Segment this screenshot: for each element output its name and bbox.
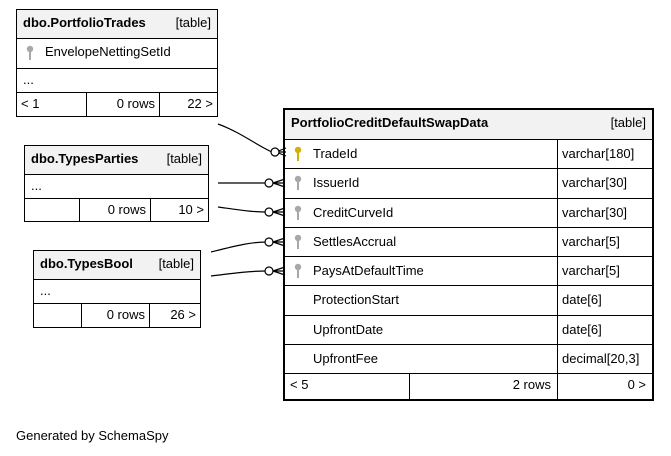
table-stats: 0 rows 26 > bbox=[34, 304, 200, 327]
children-count[interactable]: 10 > bbox=[150, 199, 208, 221]
crows-foot-icon bbox=[272, 178, 286, 188]
row-count-text: 0 rows bbox=[106, 307, 145, 322]
foreign-key-icon bbox=[294, 234, 302, 249]
column-type: date[6] bbox=[557, 315, 652, 344]
foreign-key-icon bbox=[294, 205, 302, 220]
column-name: UpfrontFee bbox=[313, 350, 379, 366]
column-type: varchar[30] bbox=[557, 169, 652, 198]
table-name: dbo.PortfolioTrades bbox=[23, 15, 146, 30]
table-typesbool[interactable]: dbo.TypesBool [table] ... 0 rows 26 > bbox=[33, 250, 201, 328]
column-type: varchar[180] bbox=[557, 140, 652, 169]
table-header: dbo.TypesBool [table] bbox=[34, 251, 200, 280]
optional-circle-icon bbox=[264, 266, 274, 276]
crows-foot-icon bbox=[272, 207, 286, 217]
column-type: varchar[5] bbox=[557, 257, 652, 286]
table-name: dbo.TypesParties bbox=[31, 151, 139, 166]
row-count-text: 0 rows bbox=[107, 202, 146, 217]
table-portfoliotrades[interactable]: dbo.PortfolioTrades [table] EnvelopeNett… bbox=[16, 9, 218, 117]
column-row[interactable]: IssuerId varchar[30] bbox=[285, 169, 652, 199]
optional-circle-icon bbox=[264, 237, 274, 247]
column-name: CreditCurveId bbox=[313, 204, 394, 220]
table-header: dbo.PortfolioTrades [table] bbox=[17, 10, 217, 39]
column-name: SettlesAccrual bbox=[313, 233, 397, 249]
relationship-line bbox=[217, 206, 268, 213]
column-name: IssuerId bbox=[313, 175, 360, 191]
children-count-text: 26 > bbox=[170, 307, 196, 322]
relationship-line bbox=[210, 241, 268, 253]
more-columns-row: ... bbox=[17, 69, 217, 93]
column-name: TradeId bbox=[313, 146, 358, 161]
more-columns-row: ... bbox=[34, 280, 200, 304]
crows-foot-icon bbox=[272, 266, 286, 276]
row-count: 0 rows bbox=[81, 304, 149, 327]
row-count: 2 rows bbox=[409, 374, 557, 399]
primary-key-icon bbox=[294, 146, 302, 161]
ellipsis: ... bbox=[31, 178, 42, 193]
children-count[interactable]: 26 > bbox=[149, 304, 200, 327]
row-count-text: 2 rows bbox=[512, 377, 551, 392]
column-row[interactable]: ProtectionStart date[6] bbox=[285, 286, 652, 316]
table-stats: < 1 0 rows 22 > bbox=[17, 93, 217, 116]
foreign-key-icon bbox=[294, 263, 302, 278]
column-row[interactable]: UpfrontDate date[6] bbox=[285, 315, 652, 345]
column-row[interactable]: SettlesAccrual varchar[5] bbox=[285, 227, 652, 257]
column-name: UpfrontDate bbox=[313, 321, 384, 337]
crows-foot-icon bbox=[272, 237, 286, 247]
column-name: EnvelopeNettingSetId bbox=[45, 44, 171, 59]
column-row[interactable]: UpfrontFee decimal[20,3] bbox=[285, 344, 652, 374]
table-kind: [table] bbox=[175, 15, 211, 30]
table-kind: [table] bbox=[610, 115, 646, 130]
row-count-text: 0 rows bbox=[116, 96, 155, 111]
table-stats: 0 rows 10 > bbox=[25, 199, 208, 221]
table-header: PortfolioCreditDefaultSwapData [table] bbox=[285, 110, 652, 140]
children-count-text: 0 > bbox=[627, 377, 646, 392]
column-type: varchar[5] bbox=[557, 227, 652, 256]
table-header: dbo.TypesParties [table] bbox=[25, 146, 208, 175]
more-columns-row: ... bbox=[25, 175, 208, 199]
relationship-line bbox=[217, 123, 273, 153]
column-name: PaysAtDefaultTime bbox=[313, 263, 424, 278]
column-name: ProtectionStart bbox=[313, 292, 399, 308]
column-type: varchar[30] bbox=[557, 198, 652, 227]
parents-count[interactable]: < 5 bbox=[290, 377, 309, 392]
table-name: PortfolioCreditDefaultSwapData bbox=[291, 115, 489, 130]
column-row[interactable]: TradeId varchar[180] bbox=[285, 140, 652, 170]
table-name: dbo.TypesBool bbox=[40, 256, 133, 271]
relationship-line bbox=[210, 270, 268, 277]
column-row[interactable]: CreditCurveId varchar[30] bbox=[285, 198, 652, 228]
optional-circle-icon bbox=[264, 207, 274, 217]
column-row[interactable]: PaysAtDefaultTime varchar[5] bbox=[285, 257, 652, 287]
row-count: 0 rows bbox=[86, 93, 159, 116]
foreign-key-icon bbox=[294, 176, 302, 191]
row-count: 0 rows bbox=[79, 199, 150, 221]
ellipsis: ... bbox=[40, 283, 51, 298]
table-stats: < 5 2 rows 0 > bbox=[285, 374, 652, 399]
table-kind: [table] bbox=[158, 256, 194, 271]
column-row[interactable]: EnvelopeNettingSetId bbox=[17, 39, 217, 69]
generated-by-footer: Generated by SchemaSpy bbox=[16, 428, 169, 443]
optional-circle-icon bbox=[264, 178, 274, 188]
children-count[interactable]: 22 > bbox=[159, 93, 217, 116]
table-kind: [table] bbox=[166, 151, 202, 166]
column-type: decimal[20,3] bbox=[557, 344, 652, 373]
table-typesparties[interactable]: dbo.TypesParties [table] ... 0 rows 10 > bbox=[24, 145, 209, 222]
children-count-text: 10 > bbox=[178, 202, 204, 217]
column-type: date[6] bbox=[557, 286, 652, 315]
optional-circle-icon bbox=[270, 147, 280, 157]
ellipsis: ... bbox=[23, 72, 34, 87]
parents-count[interactable]: < 1 bbox=[21, 96, 40, 111]
foreign-key-icon bbox=[26, 45, 34, 60]
children-count-text: 22 > bbox=[187, 96, 213, 111]
children-count[interactable]: 0 > bbox=[557, 374, 652, 399]
table-portfoliocreditdefaultswapdata[interactable]: PortfolioCreditDefaultSwapData [table] T… bbox=[283, 108, 654, 401]
